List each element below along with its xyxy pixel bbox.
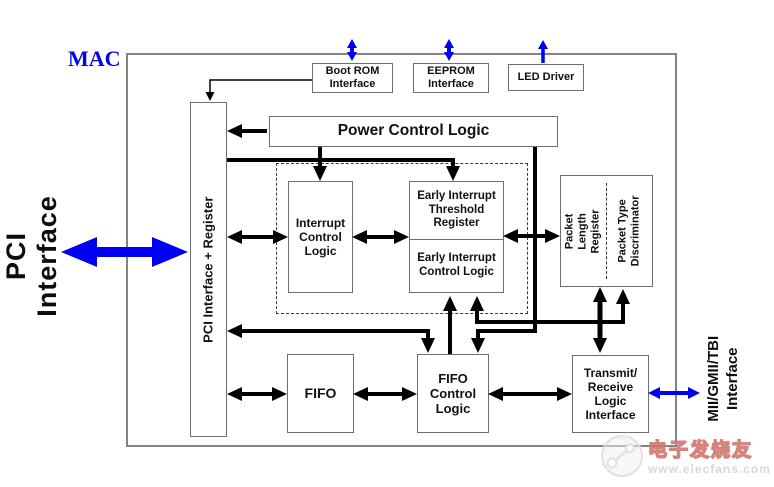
block-packet: Packet Length Register Packet Type Discr…: [560, 175, 653, 287]
block-boot-rom-interface: Boot ROM Interface: [312, 63, 393, 93]
pci-interface-label: PCI Interface: [1, 150, 63, 362]
block-led-driver: LED Driver: [508, 64, 584, 91]
mii-interface-label-text: MII/GMII/TBI Interface: [705, 336, 742, 422]
packet-type-discriminator-text: Packet Type Discriminator: [616, 195, 642, 267]
block-eeprom-interface: EEPROM Interface: [413, 63, 489, 93]
block-power-control-logic: Power Control Logic: [269, 116, 558, 147]
early-interrupt-threshold-register: Early Interrupt Threshold Register: [417, 190, 496, 230]
block-pci-interface-register: PCI Interface + Register: [190, 102, 227, 437]
watermark-text: 电子发烧友: [647, 439, 754, 461]
mii-interface-label: MII/GMII/TBI Interface: [692, 316, 756, 442]
watermark-texts: 电子发烧友 www.elecfans.com: [647, 435, 771, 476]
packet-length-register-text: Packet Length Register: [564, 208, 602, 254]
pci-interface-label-text: PCI Interface: [1, 195, 63, 317]
packet-dashed-divider: [605, 183, 607, 279]
early-interrupt-divider: [410, 239, 503, 240]
packet-type-discriminator: Packet Type Discriminator: [607, 176, 652, 286]
block-fifo: FIFO: [287, 354, 354, 433]
packet-length-register: Packet Length Register: [562, 176, 606, 286]
early-interrupt-control-logic: Early Interrupt Control Logic: [417, 251, 496, 278]
elecfans-plug-icon: [601, 432, 643, 477]
watermark-url: www.elecfans.com: [648, 461, 771, 476]
watermark: 电子发烧友 www.elecfans.com: [598, 430, 774, 480]
block-interrupt-control-logic: Interrupt Control Logic: [288, 181, 353, 293]
mac-label: MAC: [68, 46, 121, 71]
block-early-interrupt: Early Interrupt Threshold Register Early…: [409, 181, 504, 293]
pci-register-label-text: PCI Interface + Register: [200, 196, 216, 343]
block-fifo-control-logic: FIFO Control Logic: [417, 354, 489, 433]
block-transmit-receive-logic-interface: Transmit/ Receive Logic Interface: [572, 355, 649, 433]
